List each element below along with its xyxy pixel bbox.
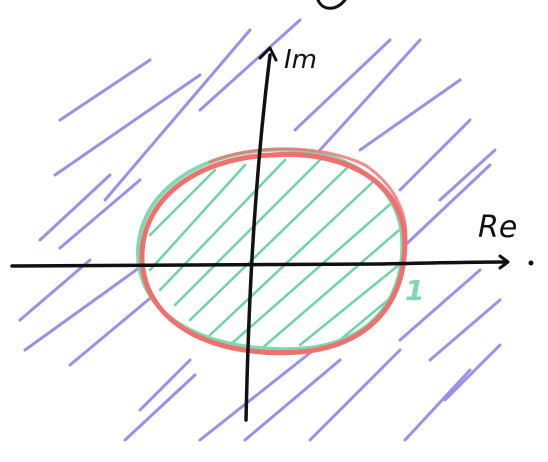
top-scribble <box>316 0 347 10</box>
outer-region-hatch <box>18 18 502 442</box>
imaginary-axis <box>244 53 272 422</box>
inner-region-hatch <box>148 158 405 352</box>
edge-dot <box>528 260 534 266</box>
imaginary-axis-label: Im <box>284 45 317 75</box>
real-axis-label: Re <box>478 210 517 245</box>
circle-red-overstroke <box>208 147 408 252</box>
real-axis-arrow-icon <box>498 254 510 270</box>
circle-red <box>139 151 408 356</box>
unit-mark-label: 1 <box>405 274 424 307</box>
unit-circle-green <box>135 147 405 352</box>
imaginary-axis-arrow-icon <box>258 46 278 62</box>
real-axis <box>10 260 507 268</box>
